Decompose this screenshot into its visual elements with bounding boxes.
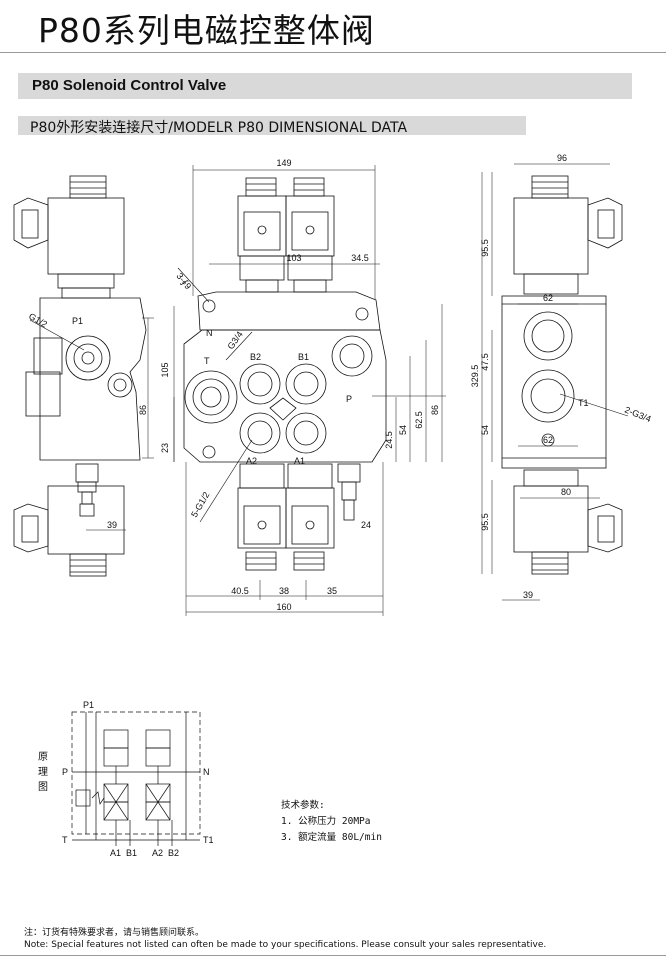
label-ports-g12: 5-G1/2 — [189, 490, 211, 519]
schem-b1: B1 — [126, 848, 137, 858]
dim-right-329-5: 329.5 — [470, 365, 480, 388]
schem-a1: A1 — [110, 848, 121, 858]
footer-note: 注：订货有特殊要求者，请与销售顾问联系。 Note: Special featu… — [24, 927, 546, 951]
dim-overall-width: 149 — [276, 158, 291, 168]
tech-params: 技术参数: 1. 公称压力 20MPa 3. 额定流量 80L/min — [281, 798, 382, 846]
dim-bottom-160: 160 — [276, 602, 291, 612]
dim-height-54: 54 — [398, 425, 408, 435]
dim-bottom-35: 35 — [327, 586, 337, 596]
port-a1-label: A1 — [294, 456, 305, 466]
dim-height-23: 23 — [160, 443, 170, 453]
schem-b2: B2 — [168, 848, 179, 858]
dim-height-24-5: 24.5 — [384, 431, 394, 449]
dim-bottom-40-5: 40.5 — [231, 586, 249, 596]
label-mount-holes: 3-∮9 — [174, 271, 193, 291]
footer-note-cn: 注：订货有特殊要求者，请与销售顾问联系。 — [24, 928, 205, 938]
subtitle: P80 Solenoid Control Valve — [32, 77, 227, 94]
schem-t: T — [62, 835, 68, 845]
label-left-g12: G1/2 — [27, 311, 49, 329]
page-title: P80系列电磁控整体阀 — [38, 11, 375, 50]
hydraulic-schematic — [71, 711, 201, 846]
label-port-g34: G3/4 — [225, 329, 244, 351]
subtitle-band: P80 Solenoid Control Valve — [18, 73, 632, 99]
dim-right-top-95-5: 95.5 — [480, 239, 490, 257]
dim-height-105: 105 — [160, 362, 170, 377]
dim-height-62-5: 62.5 — [414, 411, 424, 429]
footer-divider — [0, 955, 666, 956]
section-heading: P80外形安装连接尺寸/MODELR P80 DIMENSIONAL DATA — [30, 120, 408, 136]
schem-t1: T1 — [203, 835, 214, 845]
port-a2-label: A2 — [246, 456, 257, 466]
dim-nut-24: 24 — [361, 520, 371, 530]
port-n-label: N — [206, 328, 213, 338]
front-view — [173, 165, 446, 616]
tech-params-heading: 技术参数: — [281, 800, 325, 811]
port-b1-label: B1 — [298, 352, 309, 362]
dim-right-bottom-95-5: 95.5 — [480, 513, 490, 531]
port-p-label: P — [346, 394, 352, 404]
dim-bottom-38: 38 — [279, 586, 289, 596]
dim-right-96: 96 — [557, 153, 567, 163]
schematic-label: 原理图 — [38, 752, 48, 793]
schem-p1: P1 — [83, 700, 94, 710]
section-band: P80外形安装连接尺寸/MODELR P80 DIMENSIONAL DATA — [18, 116, 526, 136]
tech-params-pressure: 1. 公称压力 20MPa — [281, 816, 371, 827]
schem-p: P — [62, 767, 68, 777]
right-side-view — [481, 163, 629, 601]
footer-note-en: Note: Special features not listed can of… — [24, 940, 547, 950]
dim-right-54: 54 — [480, 425, 490, 435]
tech-params-flow: 3. 额定流量 80L/min — [281, 832, 382, 843]
dim-inner-width: 103 — [286, 253, 301, 263]
label-right-2-g34: 2-G3/4 — [623, 405, 652, 425]
dim-left-86: 86 — [138, 405, 148, 415]
port-p1-label: P1 — [72, 316, 83, 326]
dim-right-47-5: 47.5 — [480, 353, 490, 371]
schem-a2: A2 — [152, 848, 163, 858]
port-b2-label: B2 — [250, 352, 261, 362]
port-t-label: T — [204, 356, 210, 366]
dim-right-62-bottom: 62 — [543, 435, 553, 445]
dim-right-39: 39 — [523, 590, 533, 600]
dim-height-86: 86 — [430, 405, 440, 415]
dim-right-62-top: 62 — [543, 293, 553, 303]
title-divider — [0, 52, 666, 53]
dim-right-offset: 34.5 — [351, 253, 369, 263]
dim-left-39: 39 — [107, 520, 117, 530]
left-side-view — [13, 175, 154, 577]
schem-n: N — [203, 767, 210, 777]
dim-right-80: 80 — [561, 487, 571, 497]
port-t1-label: T1 — [578, 398, 589, 408]
